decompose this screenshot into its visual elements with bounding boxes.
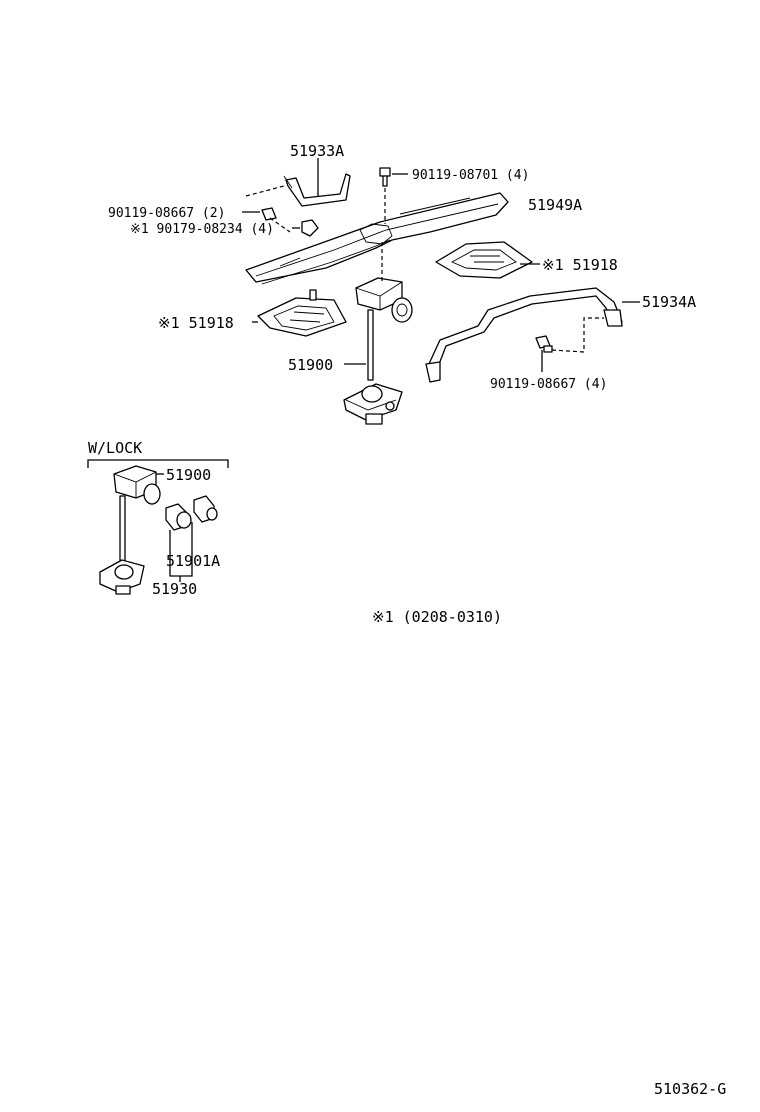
label-wlock: W/LOCK [88, 439, 142, 457]
label-51900-main: 51900 [288, 356, 333, 374]
label-51918-right: ※1 51918 [542, 256, 618, 274]
label-90119-08667-right: 90119-08667 (4) [490, 377, 607, 392]
label-90179-08234: ※1 90179-08234 (4) [130, 222, 274, 237]
bolt-90119-08701 [379, 167, 408, 224]
spare-tire-carrier-51900-main [343, 242, 413, 425]
label-51934A: 51934A [642, 293, 696, 311]
label-51949A: 51949A [528, 196, 582, 214]
bracket-51934A [425, 287, 640, 383]
bracket-51933A [245, 158, 351, 207]
label-51901A: 51901A [166, 552, 220, 570]
label-51933A: 51933A [290, 142, 344, 160]
label-51930: 51930 [152, 580, 197, 598]
label-90119-08667-left: 90119-08667 (2) [108, 206, 225, 221]
label-51900-lock: 51900 [166, 466, 211, 484]
bolt-90119-08667-right [535, 317, 604, 372]
panel-51918-left [252, 289, 347, 337]
wlock-group [87, 459, 229, 595]
label-90119-08701: 90119-08701 (4) [412, 168, 529, 183]
bolt-90119-08667-left [242, 207, 291, 233]
diagram-id: 510362-G [654, 1080, 726, 1098]
lock-51901A [165, 495, 218, 582]
footnote: ※1 (0208-0310) [372, 608, 502, 626]
label-51918-left: ※1 51918 [158, 314, 234, 332]
nut-90179-08234 [292, 219, 319, 237]
cross-member-51949A [245, 192, 509, 285]
panel-51918-right [435, 241, 540, 279]
